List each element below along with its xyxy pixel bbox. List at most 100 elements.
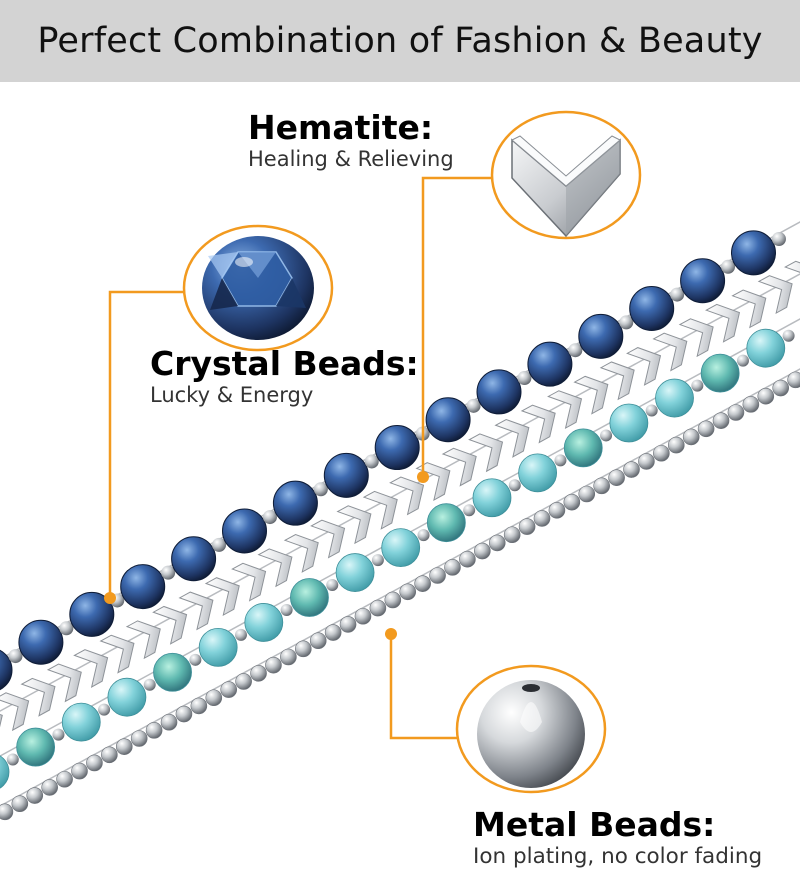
crystal-title: Crystal Beads: [150, 344, 419, 383]
hematite-bead [520, 404, 556, 444]
aqua-bead [609, 403, 649, 443]
metal-bead [772, 379, 790, 397]
spacer-bead [234, 628, 247, 641]
product-scene: Hematite: Healing & Relieving Crystal Be… [0, 82, 800, 880]
aqua-bead [244, 603, 284, 642]
callout-lines [108, 176, 492, 740]
hematite-bead [599, 361, 635, 401]
metal-callout: Metal Beads: Ion plating, no color fadin… [473, 806, 762, 871]
callout-dots [104, 471, 429, 640]
hematite-title: Hematite: [248, 108, 434, 147]
spacer-bead [313, 482, 328, 497]
crystal-bead [425, 397, 471, 443]
spacer-bead [161, 565, 176, 580]
metal-bead [145, 722, 163, 739]
metal-bead [712, 412, 730, 429]
metal-bead [399, 583, 417, 601]
spacer-bead [619, 315, 634, 330]
hematite-bead [336, 505, 372, 545]
crystal-subtitle: Lucky & Energy [150, 383, 314, 408]
metal-bead [56, 770, 73, 788]
spacer-bead [670, 287, 685, 302]
spacer-bead [59, 621, 74, 636]
aqua-bead [0, 755, 10, 789]
hematite-bead [178, 591, 214, 631]
hematite-bead [705, 303, 741, 343]
aqua-bead [518, 453, 558, 493]
crystal-bead [120, 564, 166, 610]
metal-bead [71, 762, 88, 780]
hematite-bead [494, 418, 530, 458]
crystal-bead [527, 341, 573, 387]
spacer-bead [691, 379, 704, 392]
hematite-bead [757, 275, 793, 314]
hematite-bead [152, 605, 188, 645]
aqua-bead [290, 578, 329, 617]
metal-bead [265, 656, 282, 674]
spacer-bead [771, 231, 786, 246]
metal-bead [518, 518, 536, 535]
metal-bead [324, 624, 342, 641]
hematite-bead [99, 634, 135, 674]
hematite-bead [652, 332, 688, 372]
spacer-bead [466, 398, 481, 413]
metal-bead [727, 404, 745, 421]
metal-bead [41, 779, 58, 796]
aqua-bead [153, 652, 192, 692]
spacer-bead [364, 454, 379, 469]
crystal-bead [374, 425, 420, 471]
hematite-bead-closeup [490, 110, 642, 240]
hematite-bead [731, 289, 767, 329]
aqua-bead [381, 528, 421, 568]
metal-bead [115, 738, 133, 755]
spacer-bead [645, 404, 658, 417]
hematite-bead [362, 490, 398, 530]
title-banner: Perfect Combination of Fashion & Beauty [0, 0, 800, 82]
hematite-bead [125, 620, 161, 660]
spacer-bead [517, 371, 532, 386]
metal-bead [533, 510, 551, 527]
metal-bead [742, 396, 760, 413]
hematite-bead [204, 577, 240, 617]
crystal-bead [476, 369, 522, 415]
metal-bead [354, 607, 372, 625]
metal-bead [757, 387, 775, 405]
aqua-bead [655, 378, 694, 418]
spacer-bead [554, 454, 567, 467]
crystal-bead [0, 649, 13, 691]
metal-bead [339, 616, 357, 633]
aqua-bead [472, 478, 512, 518]
metal-bead [250, 664, 267, 682]
spacer-bead [98, 703, 111, 716]
bracelet-strands [0, 221, 800, 821]
bracelet-illustration [0, 110, 800, 821]
hematite-bead [415, 462, 451, 501]
aqua-bead [107, 677, 147, 717]
spacer-bead [417, 529, 430, 542]
crystal-callout: Crystal Beads: Lucky & Energy [150, 344, 419, 410]
metal-bead [444, 559, 461, 576]
spacer-bead [508, 479, 521, 492]
metal-bead [593, 477, 610, 495]
aqua-bead [700, 353, 740, 393]
metal-bead [220, 681, 238, 698]
metal-bead [235, 673, 252, 690]
metal-bead [369, 599, 387, 617]
hematite-subtitle: Healing & Relieving [248, 147, 454, 172]
crystal-bead [171, 536, 217, 582]
metal-bead [608, 469, 625, 486]
hematite-bead [310, 519, 346, 559]
metal-bead [638, 453, 655, 470]
crystal-bead [221, 508, 267, 554]
hematite-bead [20, 677, 56, 717]
spacer-bead [189, 653, 202, 666]
hematite-bead [573, 375, 609, 415]
spacer-bead [262, 510, 277, 525]
metal-bead [653, 444, 670, 462]
metal-bead [86, 754, 103, 772]
aqua-bead [426, 503, 466, 543]
metal-bead [384, 591, 402, 609]
hematite-bead [231, 562, 267, 602]
metal-bead [101, 746, 118, 764]
spacer-bead [6, 753, 19, 766]
